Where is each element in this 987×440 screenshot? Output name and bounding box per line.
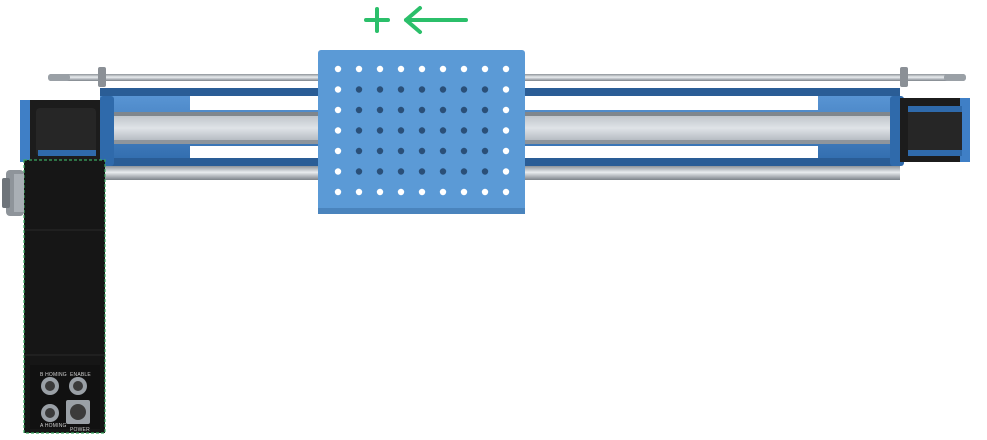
- carriage-hole: [502, 127, 510, 134]
- carriage-plate: [318, 50, 525, 214]
- carriage-hole: [439, 188, 447, 196]
- carriage-hole: [376, 106, 384, 114]
- carriage-hole: [502, 106, 510, 114]
- carriage-hole: [334, 147, 342, 155]
- carriage-hole: [418, 86, 426, 93]
- carriage-hole: [397, 168, 405, 175]
- carriage-hole: [481, 127, 489, 134]
- carriage-hole: [355, 106, 363, 114]
- direction-indicator: + ⟵: [362, 2, 472, 38]
- carriage-hole: [355, 147, 363, 155]
- carriage-hole: [376, 168, 384, 175]
- carriage-hole: [355, 127, 363, 134]
- carriage-hole: [355, 86, 363, 93]
- carriage-hole: [418, 127, 426, 134]
- carriage-hole: [376, 86, 384, 93]
- carriage-hole: [439, 65, 447, 73]
- carriage-hole: [334, 188, 342, 196]
- carriage-hole: [376, 127, 384, 134]
- carriage-hole: [376, 65, 384, 73]
- carriage-hole: [502, 188, 510, 196]
- carriage-hole: [334, 168, 342, 175]
- carriage-hole: [460, 86, 468, 93]
- carriage-hole: [397, 188, 405, 196]
- connector-a-homing-icon: [41, 404, 59, 422]
- carriage-hole: [418, 106, 426, 114]
- carriage-hole: [439, 147, 447, 155]
- left-end-cap: [20, 96, 114, 166]
- carriage-hole: [355, 65, 363, 73]
- carriage-hole: [460, 147, 468, 155]
- carriage-hole: [397, 65, 405, 73]
- carriage-hole: [502, 147, 510, 155]
- carriage-hole: [397, 86, 405, 93]
- carriage-hole: [334, 106, 342, 114]
- connector-label-power: POWER: [70, 427, 90, 433]
- carriage-hole: [460, 65, 468, 73]
- carriage-hole: [334, 86, 342, 93]
- carriage-hole: [481, 106, 489, 114]
- carriage-hole: [502, 86, 510, 93]
- carriage-hole: [418, 65, 426, 73]
- connector-label-a-homing: A HOMING: [40, 423, 67, 429]
- carriage-hole: [481, 168, 489, 175]
- carriage-hole: [376, 188, 384, 196]
- carriage-hole: [418, 168, 426, 175]
- carriage-hole: [439, 127, 447, 134]
- carriage-hole: [334, 127, 342, 134]
- carriage-hole: [397, 106, 405, 114]
- connector-b-homing-icon: [41, 377, 59, 395]
- carriage-hole: [481, 86, 489, 93]
- carriage-hole: [355, 188, 363, 196]
- carriage-hole: [481, 65, 489, 73]
- carriage-hole: [439, 168, 447, 175]
- carriage-hole: [418, 188, 426, 196]
- carriage-hole: [481, 188, 489, 196]
- stepper-motor: B HOMING ENABLE A HOMING POWER: [2, 159, 106, 434]
- connector-label-enable: ENABLE: [70, 372, 91, 378]
- motor-highlight-outline: [23, 159, 106, 434]
- carriage-hole: [397, 127, 405, 134]
- carriage-hole: [481, 147, 489, 155]
- carriage-hole: [460, 168, 468, 175]
- carriage-hole: [334, 65, 342, 73]
- connector-enable-icon: [69, 377, 87, 395]
- carriage-hole: [460, 127, 468, 134]
- cable-gland-icon: [2, 170, 24, 216]
- carriage-mounting-holes: [334, 65, 510, 196]
- carriage-hole: [376, 147, 384, 155]
- carriage-hole: [397, 147, 405, 155]
- carriage-hole: [460, 106, 468, 114]
- carriage-hole: [439, 106, 447, 114]
- carriage-hole: [460, 188, 468, 196]
- carriage-hole: [502, 168, 510, 175]
- carriage-hole: [502, 65, 510, 73]
- carriage-hole: [355, 168, 363, 175]
- carriage-hole: [418, 147, 426, 155]
- positive-direction-arrow-icon: [364, 6, 468, 34]
- carriage-hole: [439, 86, 447, 93]
- connector-power-icon: [66, 400, 90, 424]
- connector-label-b-homing: B HOMING: [40, 372, 67, 378]
- right-end-cap: [890, 96, 970, 166]
